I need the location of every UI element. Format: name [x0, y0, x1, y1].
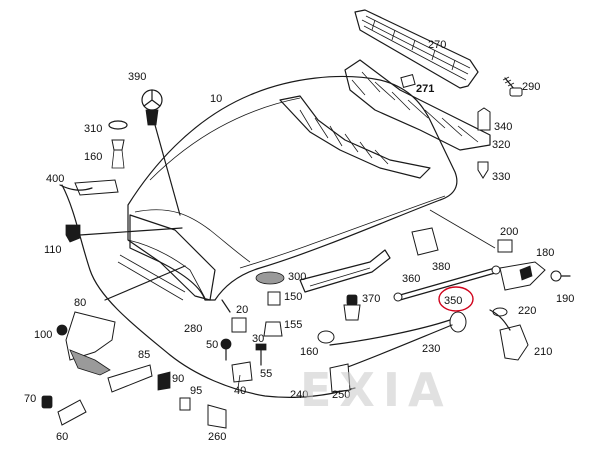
- seal-300: [255, 271, 285, 285]
- part-label-390: 390: [128, 71, 146, 83]
- part-label-95: 95: [190, 385, 202, 397]
- part-label-220: 220: [518, 305, 536, 317]
- clip-155: [263, 321, 283, 337]
- screw-50: [220, 338, 232, 361]
- bolt-190: [550, 270, 571, 282]
- part-label-310: 310: [84, 123, 102, 135]
- part-label-340: 340: [494, 121, 512, 133]
- part-label-10: 10: [210, 93, 222, 105]
- release-cable-230: [344, 311, 467, 369]
- part-label-270: 270: [428, 39, 446, 51]
- part-label-90: 90: [172, 373, 184, 385]
- bumper-stop-160-upper: [111, 139, 125, 169]
- part-label-290: 290: [522, 81, 540, 93]
- part-label-85: 85: [138, 349, 150, 361]
- latch-40: [231, 361, 253, 389]
- hinge-fastener-70: [41, 395, 87, 426]
- svg-text:EXIA: EXIA: [300, 363, 452, 417]
- part-label-180: 180: [536, 247, 554, 259]
- bolt-200: [497, 239, 513, 253]
- clip-30: [231, 317, 247, 333]
- latch-assembly-360: [299, 249, 391, 293]
- part-label-280: 280: [184, 323, 202, 335]
- part-label-370: 370: [362, 293, 380, 305]
- buffer-380: [411, 227, 439, 256]
- part-label-30: 30: [252, 333, 264, 345]
- part-label-400: 400: [46, 173, 64, 185]
- release-cable: [61, 184, 356, 398]
- bumper-stop-160-lower: [317, 330, 335, 344]
- part-label-380: 380: [432, 261, 450, 273]
- watermark-logo: EXIA: [300, 363, 452, 417]
- part-label-190: 190: [556, 293, 574, 305]
- part-label-360: 360: [402, 273, 420, 285]
- hinge-180: [499, 261, 546, 291]
- clip-340: [477, 107, 491, 131]
- part-label-210: 210: [534, 346, 552, 358]
- part-label-260: 260: [208, 431, 226, 443]
- part-label-100: 100: [34, 329, 52, 341]
- part-labels: 10 20 30 40 50 55 60 70 80 85 90 95 100 …: [24, 39, 574, 443]
- grille-frame-320: [344, 59, 491, 151]
- hood-panel: [117, 75, 458, 301]
- clip-271: [400, 74, 416, 88]
- clip-370: [343, 294, 361, 321]
- part-label-70: 70: [24, 393, 36, 405]
- plug-20: [221, 299, 231, 313]
- part-label-200: 200: [500, 226, 518, 238]
- insulation-pad-400: [59, 179, 119, 196]
- vent-grille-270: [354, 9, 479, 89]
- bracket-260: [207, 404, 227, 429]
- part-label-110: 110: [44, 244, 62, 256]
- part-label-155: 155: [284, 319, 302, 331]
- part-label-40: 40: [234, 385, 246, 397]
- release-handle-250: [329, 363, 351, 393]
- clip-150: [267, 291, 281, 306]
- part-label-160-upper: 160: [84, 151, 102, 163]
- part-label-80: 80: [74, 297, 86, 309]
- part-label-230: 230: [422, 343, 440, 355]
- part-label-50: 50: [206, 339, 218, 351]
- hood-ornament-390: [141, 89, 163, 126]
- part-label-300: 300: [288, 271, 306, 283]
- part-label-320: 320: [492, 139, 510, 151]
- part-label-330: 330: [492, 171, 510, 183]
- part-label-55: 55: [260, 368, 272, 380]
- seal-310: [108, 120, 128, 130]
- part-label-240: 240: [290, 389, 308, 401]
- support-rod-350: [393, 265, 501, 302]
- part-label-250: 250: [332, 389, 350, 401]
- clip-95: [179, 397, 191, 411]
- part-label-20: 20: [236, 304, 248, 316]
- clip-220: [492, 307, 508, 317]
- highlight-circle-350: [438, 286, 474, 312]
- part-label-150: 150: [284, 291, 302, 303]
- part-label-271: 271: [416, 83, 434, 95]
- part-label-60: 60: [56, 431, 68, 443]
- hinge-bracket-80: [56, 311, 116, 376]
- clip-330: [477, 161, 489, 179]
- hood-lock-210: [489, 309, 529, 361]
- part-label-160-lower: 160: [300, 346, 318, 358]
- leader-lines: [79, 124, 496, 346]
- part-label-350: 350: [444, 295, 462, 307]
- bolt-55: [255, 343, 267, 366]
- hinge-85: [107, 364, 171, 393]
- screw-290: [502, 76, 523, 97]
